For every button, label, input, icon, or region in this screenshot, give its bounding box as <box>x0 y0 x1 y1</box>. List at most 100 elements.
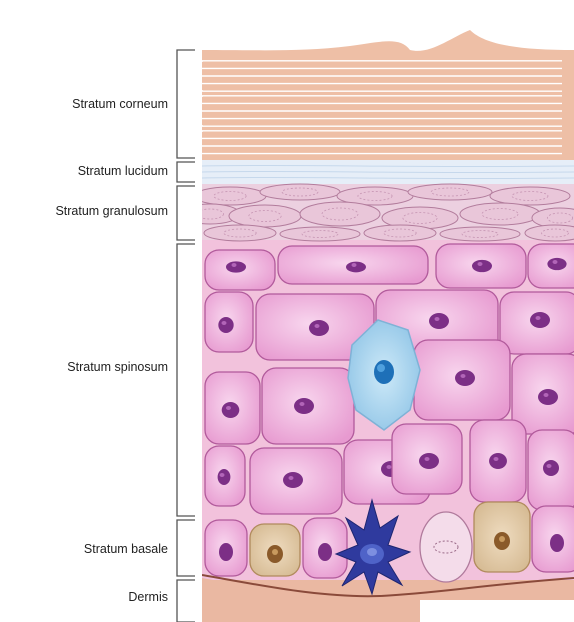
granulosum-cell <box>229 205 301 227</box>
cell-nucleolus <box>425 457 430 461</box>
spinosum-cell <box>205 292 253 352</box>
cell-nucleus <box>472 260 492 272</box>
cell-nucleus <box>346 262 366 273</box>
cell-nucleus <box>218 469 231 485</box>
granulosum-cell <box>490 187 570 205</box>
cell-nucleolus <box>544 393 549 397</box>
granulosum-cell-body <box>490 187 570 205</box>
cell-nucleus <box>219 543 233 561</box>
granulosum-cell-body <box>204 225 276 241</box>
spinosum-cell <box>250 448 342 514</box>
cell-nucleus <box>222 402 240 418</box>
layer-bracket <box>177 186 195 240</box>
cell-nucleus <box>283 472 303 488</box>
cell-nucleolus <box>226 406 231 410</box>
granulosum-cell-body <box>460 203 540 225</box>
basale-cell <box>303 518 347 578</box>
basale-cell <box>474 502 530 572</box>
granulosum-cell-body <box>260 184 340 200</box>
label-stratum-basale: Stratum basale <box>4 542 168 556</box>
label-dermis: Dermis <box>4 590 168 604</box>
cell-nucleolus <box>232 263 237 267</box>
granulosum-cell-body <box>440 227 520 241</box>
granulosum-cell <box>204 225 276 241</box>
cell-nucleus <box>530 312 550 328</box>
image-crop-patch <box>420 600 574 622</box>
cell-nucleolus <box>300 402 305 406</box>
cell-nucleolus <box>222 321 227 325</box>
cell-nucleolus <box>272 549 278 555</box>
layer-bracket <box>177 50 195 158</box>
granulosum-cell-body <box>408 184 492 200</box>
basale-cell <box>205 520 247 576</box>
cell-nucleus <box>550 534 564 552</box>
granulosum-cells <box>180 184 574 241</box>
label-stratum-corneum: Stratum corneum <box>4 97 168 111</box>
cell-nucleolus <box>536 316 541 320</box>
corneum-line <box>202 83 562 84</box>
basale-cell-dividing <box>420 512 472 582</box>
cell-nucleolus <box>499 536 505 542</box>
cell-nucleolus <box>547 464 552 468</box>
corneum-line <box>202 118 562 119</box>
cell-nucleus <box>294 398 314 414</box>
cell-nucleolus <box>289 476 294 480</box>
spinosum-cell <box>512 354 574 434</box>
spinosum-cell <box>414 340 510 420</box>
cell-nucleolus <box>478 262 483 266</box>
basale-cell <box>532 506 574 572</box>
layer-brackets <box>177 50 195 622</box>
label-stratum-granulosum: Stratum granulosum <box>4 204 168 218</box>
basale-cell <box>250 524 300 576</box>
granulosum-cell-body <box>280 227 360 241</box>
spinosum-cell <box>436 244 526 288</box>
basale-cell <box>420 512 472 582</box>
spinosum-cell <box>205 250 275 290</box>
spinosum-cell <box>278 246 428 284</box>
granulosum-cell-body <box>525 225 574 241</box>
cell-nucleolus <box>494 457 499 461</box>
granulosum-cell-body <box>229 205 301 227</box>
granulosum-cell <box>525 225 574 241</box>
granulosum-cell <box>460 203 540 225</box>
granulosum-cell <box>440 227 520 241</box>
spinosum-cell <box>470 420 526 502</box>
granulosum-cell <box>194 187 266 205</box>
granulosum-cell <box>260 184 340 200</box>
granulosum-cell-body <box>300 202 380 226</box>
granulosum-cell <box>408 184 492 200</box>
corneum-layer <box>202 30 574 160</box>
label-stratum-lucidum: Stratum lucidum <box>4 164 168 178</box>
cell-nucleolus <box>220 473 225 477</box>
spinosum-cell <box>528 244 574 288</box>
granulosum-cell <box>364 225 436 241</box>
cell-nucleolus <box>553 260 558 264</box>
spinosum-cell <box>528 430 574 510</box>
cell-nucleus <box>538 389 558 405</box>
cell-nucleus <box>455 370 475 386</box>
spinosum-cell <box>500 292 574 354</box>
granulosum-cell-body <box>194 187 266 205</box>
cell-nucleus <box>218 317 233 333</box>
cell-nucleus <box>226 261 246 272</box>
layer-bracket <box>177 162 195 182</box>
spinosum-cell <box>262 368 354 444</box>
cell-nucleolus <box>315 324 320 328</box>
cell-nucleolus <box>461 374 466 378</box>
layer-bracket <box>177 580 195 622</box>
spinosum-cell <box>205 446 245 506</box>
granulosum-cell <box>280 227 360 241</box>
layer-bracket <box>177 244 195 516</box>
layer-bracket <box>177 520 195 576</box>
spinosum-cell <box>205 372 260 444</box>
corneum-line <box>202 103 562 104</box>
corneum-line <box>202 153 562 154</box>
granulosum-cell-body <box>364 225 436 241</box>
cell-nucleolus <box>387 465 392 469</box>
corneum-line <box>202 138 562 139</box>
cell-nucleus <box>489 453 507 469</box>
label-stratum-spinosum: Stratum spinosum <box>4 360 168 374</box>
cell-nucleus <box>543 460 559 476</box>
